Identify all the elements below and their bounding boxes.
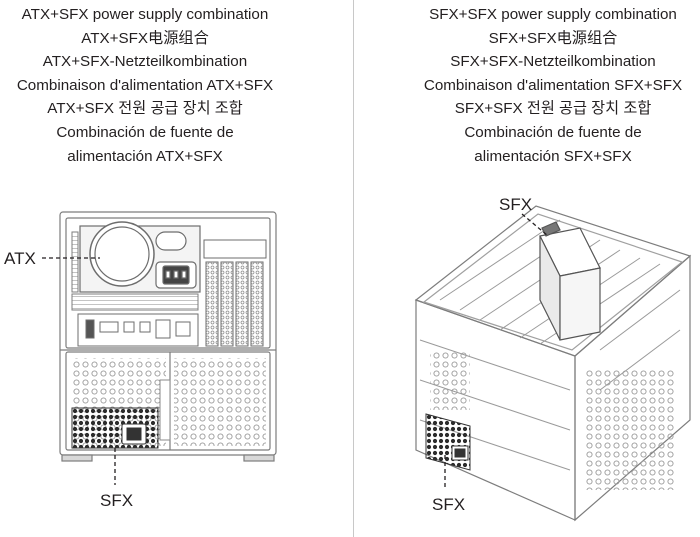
caption-line: Combinaison d'alimentation ATX+SFX xyxy=(16,76,274,94)
rear-vents xyxy=(71,231,199,311)
caption-line: Combinación de fuente de xyxy=(56,123,234,141)
caption-line: SFX+SFX 전원 공급 장치 조합 xyxy=(454,100,652,118)
left-caption: ATX+SFX power supply combination ATX+SFX… xyxy=(0,3,290,168)
caption-line: Combinaison d'alimentation SFX+SFX xyxy=(423,76,683,94)
io-panel xyxy=(77,313,199,347)
sfx-psu-rear xyxy=(71,407,159,449)
right-caption: SFX+SFX power supply combination SFX+SFX… xyxy=(406,3,700,168)
caption-line: ATX+SFX-Netzteilkombination xyxy=(42,53,248,71)
expansion-slots xyxy=(203,239,267,347)
caption-line: SFX+SFX power supply combination xyxy=(429,6,677,23)
case-rear-body xyxy=(59,211,277,462)
sfx-psu-top xyxy=(539,221,601,341)
atx-label: ATX xyxy=(4,249,36,268)
sfx-psu-bottom xyxy=(425,413,471,471)
caption-line: SFX+SFX电源组合 xyxy=(488,29,618,47)
caption-line: Combinación de fuente de xyxy=(464,123,642,141)
caption-line: ATX+SFX 전원 공급 장치 조합 xyxy=(47,100,243,118)
sfx-label-bottom: SFX xyxy=(432,495,465,514)
caption-line: alimentación ATX+SFX xyxy=(67,147,223,165)
caption-line: alimentación SFX+SFX xyxy=(474,147,632,165)
panel-divider xyxy=(353,0,354,537)
atx-psu-fan xyxy=(79,221,201,293)
sfx-label-top: SFX xyxy=(499,195,532,214)
caption-line: ATX+SFX power supply combination xyxy=(21,6,269,23)
sfx-label-left: SFX xyxy=(100,491,133,510)
caption-line: SFX+SFX-Netzteilkombination xyxy=(450,53,656,71)
caption-line: ATX+SFX电源组合 xyxy=(81,29,209,47)
sfx-leader-line-top xyxy=(521,213,549,237)
case-isometric-frame xyxy=(414,205,692,522)
